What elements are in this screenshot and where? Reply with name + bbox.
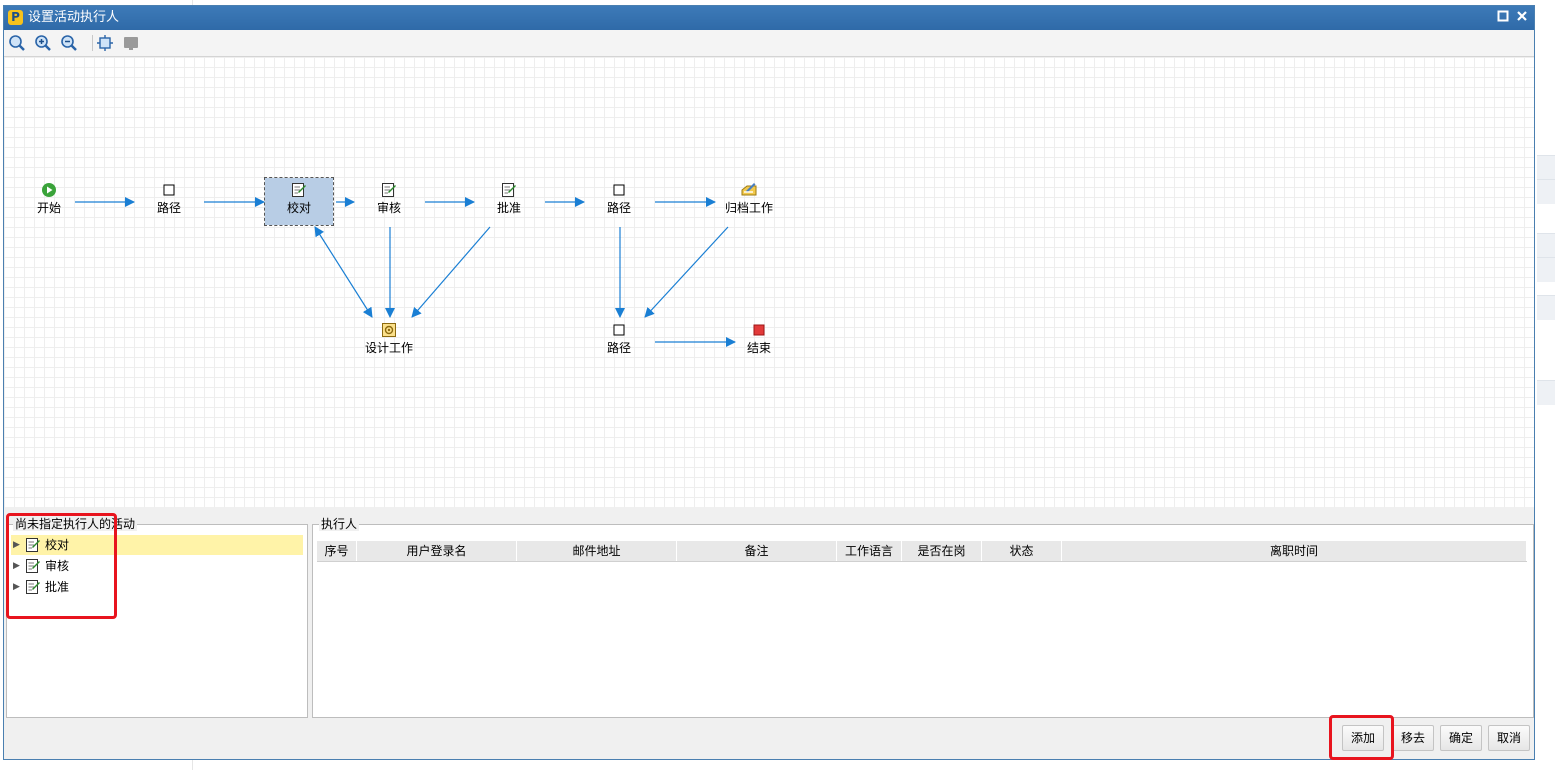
node-approve[interactable]: 批准 bbox=[469, 182, 549, 215]
end-icon bbox=[751, 322, 767, 338]
edge-archive-route3[interactable] bbox=[644, 226, 729, 318]
expand-arrow-icon[interactable]: ▶ bbox=[13, 540, 20, 550]
node-route-2[interactable]: 路径 bbox=[579, 182, 659, 215]
set-executor-dialog: P 设置活动执行人 bbox=[3, 5, 1535, 760]
diagram-toolbar bbox=[4, 30, 1534, 57]
node-route-1[interactable]: 路径 bbox=[129, 182, 209, 215]
executors-panel: 执行人 序号 用户登录名 邮件地址 备注 工作语言 是否在岗 状态 离职时间 bbox=[312, 517, 1534, 718]
node-approve-label: 批准 bbox=[496, 201, 521, 215]
node-design[interactable]: 设计工作 bbox=[349, 322, 429, 355]
node-route-2-label: 路径 bbox=[606, 201, 631, 215]
zoom-out-icon[interactable] bbox=[60, 34, 78, 52]
expand-arrow-icon[interactable]: ▶ bbox=[13, 561, 20, 571]
node-end-label: 结束 bbox=[746, 341, 771, 355]
edge-proofread-design[interactable] bbox=[314, 226, 373, 318]
cancel-button[interactable]: 取消 bbox=[1488, 725, 1530, 751]
column-header-login[interactable]: 用户登录名 bbox=[357, 541, 517, 561]
edge-approve-design[interactable] bbox=[411, 226, 491, 318]
unassigned-activities-title: 尚未指定执行人的活动 bbox=[13, 517, 138, 531]
node-route-1-label: 路径 bbox=[156, 201, 181, 215]
tree-item-label: 审核 bbox=[45, 559, 70, 573]
background-page-edge bbox=[1537, 0, 1555, 770]
task-icon bbox=[381, 182, 397, 198]
expand-arrow-icon[interactable]: ▶ bbox=[13, 582, 20, 592]
toolbar-separator bbox=[92, 35, 93, 51]
node-review[interactable]: 审核 bbox=[349, 182, 429, 215]
node-route-3[interactable]: 路径 bbox=[579, 322, 659, 355]
start-icon bbox=[41, 182, 57, 198]
tree-item-review[interactable]: ▶ 审核 bbox=[11, 556, 303, 576]
column-header-language[interactable]: 工作语言 bbox=[837, 541, 902, 561]
ok-button[interactable]: 确定 bbox=[1440, 725, 1482, 751]
route-icon bbox=[611, 322, 627, 338]
node-design-label: 设计工作 bbox=[364, 341, 413, 355]
tree-item-approve[interactable]: ▶ 批准 bbox=[11, 577, 303, 597]
workflow-edges bbox=[75, 197, 736, 347]
task-icon bbox=[25, 579, 41, 595]
background-strip bbox=[1537, 233, 1555, 258]
node-archive[interactable]: 归档工作 bbox=[709, 182, 789, 215]
route-icon bbox=[611, 182, 627, 198]
column-header-remark[interactable]: 备注 bbox=[677, 541, 837, 561]
node-start-label: 开始 bbox=[36, 201, 61, 215]
title-bar[interactable]: P 设置活动执行人 bbox=[4, 6, 1534, 30]
archive-icon bbox=[741, 182, 757, 198]
task-icon bbox=[291, 182, 307, 198]
route-icon bbox=[161, 182, 177, 198]
column-header-on-duty[interactable]: 是否在岗 bbox=[902, 541, 982, 561]
executors-title: 执行人 bbox=[319, 517, 360, 531]
tree-item-proofread[interactable]: ▶ 校对 bbox=[11, 535, 303, 555]
highlight-box-activities bbox=[6, 513, 117, 619]
window-title: 设置活动执行人 bbox=[28, 10, 120, 25]
background-strip bbox=[1537, 295, 1555, 320]
node-archive-label: 归档工作 bbox=[724, 201, 773, 215]
background-strip bbox=[1537, 380, 1555, 405]
task-icon bbox=[25, 558, 41, 574]
workflow-canvas[interactable]: 开始 路径 校对 审核 批准 路径 归档工作 设计工作 bbox=[4, 57, 1534, 507]
task-icon bbox=[501, 182, 517, 198]
column-header-status[interactable]: 状态 bbox=[982, 541, 1062, 561]
node-proofread-label: 校对 bbox=[286, 201, 311, 215]
overview-icon[interactable] bbox=[122, 34, 140, 52]
column-header-leave-time[interactable]: 离职时间 bbox=[1062, 541, 1527, 561]
unassigned-activities-panel: 尚未指定执行人的活动 ▶ 校对 ▶ 审核 ▶ 批准 bbox=[6, 517, 308, 718]
maximize-icon[interactable] bbox=[1496, 10, 1510, 24]
column-header-email[interactable]: 邮件地址 bbox=[517, 541, 677, 561]
node-end[interactable]: 结束 bbox=[719, 322, 799, 355]
node-proofread[interactable]: 校对 bbox=[264, 177, 334, 226]
column-header-index[interactable]: 序号 bbox=[317, 541, 357, 561]
subprocess-icon bbox=[381, 322, 397, 338]
node-start[interactable]: 开始 bbox=[9, 182, 89, 215]
zoom-fit-icon[interactable] bbox=[8, 34, 26, 52]
add-button[interactable]: 添加 bbox=[1342, 725, 1384, 751]
close-icon[interactable] bbox=[1515, 10, 1529, 24]
highlight-box-add-button bbox=[1329, 715, 1394, 760]
executors-table-header: 序号 用户登录名 邮件地址 备注 工作语言 是否在岗 状态 离职时间 bbox=[317, 541, 1527, 562]
background-strip bbox=[1537, 155, 1555, 180]
remove-button[interactable]: 移去 bbox=[1392, 725, 1434, 751]
app-logo-icon: P bbox=[8, 10, 23, 25]
node-review-label: 审核 bbox=[376, 201, 401, 215]
tree-item-label: 校对 bbox=[45, 538, 70, 552]
background-strip bbox=[1537, 257, 1555, 282]
node-route-3-label: 路径 bbox=[606, 341, 631, 355]
zoom-in-icon[interactable] bbox=[34, 34, 52, 52]
tree-item-label: 批准 bbox=[45, 580, 70, 594]
task-icon bbox=[25, 537, 41, 553]
fit-center-icon[interactable] bbox=[96, 34, 114, 52]
background-strip bbox=[1537, 179, 1555, 204]
